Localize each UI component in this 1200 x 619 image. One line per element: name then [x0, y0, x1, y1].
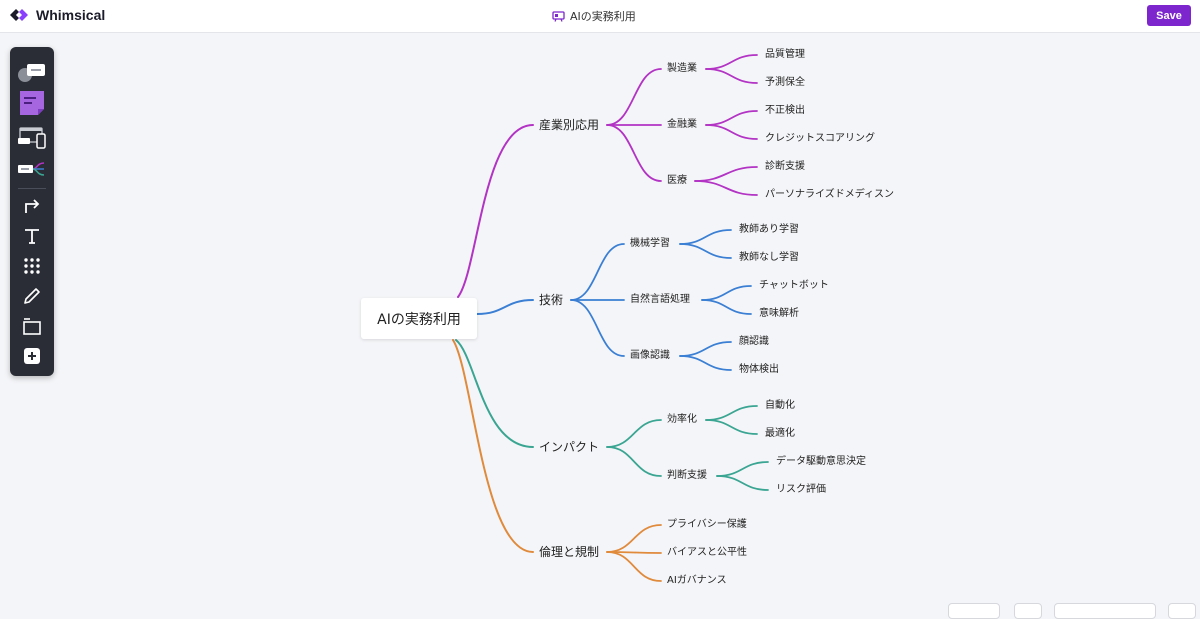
- text-tool[interactable]: [15, 223, 49, 249]
- top-bar: Whimsical AIの実務利用 Save: [0, 0, 1200, 33]
- mindmap-icon: [18, 162, 45, 176]
- wireframe-icon: [18, 127, 46, 149]
- leaf-connector: [716, 475, 769, 491]
- help-button[interactable]: [1014, 603, 1042, 619]
- leaf-node[interactable]: 最適化: [765, 428, 795, 439]
- child-node[interactable]: 効率化: [667, 414, 697, 425]
- connector-tool[interactable]: [15, 192, 49, 218]
- mindmap-tool[interactable]: [15, 157, 49, 183]
- arrow-icon: [25, 199, 40, 213]
- branch-node[interactable]: 倫理と規制: [539, 545, 600, 559]
- card-tool[interactable]: [15, 59, 49, 85]
- leaf-connector: [701, 285, 752, 301]
- menu-button[interactable]: [1168, 603, 1196, 619]
- board-icon: [552, 10, 565, 22]
- leaf-connector: [679, 355, 732, 371]
- insert-tool[interactable]: [15, 343, 49, 369]
- leaf-node[interactable]: 意味解析: [759, 308, 799, 319]
- plus-icon: [24, 348, 40, 364]
- branch-node[interactable]: 産業別応用: [539, 118, 600, 132]
- branch-connector: [452, 339, 534, 553]
- child-node[interactable]: 製造業: [667, 63, 697, 74]
- leaf-node[interactable]: パーソナライズドメディスン: [765, 189, 894, 200]
- leaf-connector: [679, 243, 732, 259]
- child-node[interactable]: 医療: [667, 175, 687, 186]
- child-node[interactable]: プライバシー保護: [667, 519, 747, 530]
- view-control[interactable]: [1054, 603, 1156, 619]
- branch-node[interactable]: インパクト: [539, 440, 600, 454]
- document-title-text: AIの実務利用: [570, 10, 636, 23]
- child-node[interactable]: 画像認識: [630, 350, 670, 361]
- leaf-connector: [705, 419, 758, 435]
- child-node[interactable]: 自然言語処理: [630, 294, 690, 305]
- left-toolbar: [10, 47, 54, 376]
- child-connector: [606, 124, 662, 182]
- branch-connector: [455, 339, 534, 448]
- leaf-connector: [705, 124, 758, 140]
- save-button[interactable]: Save: [1147, 5, 1191, 26]
- leaf-connector: [716, 461, 769, 477]
- brand[interactable]: Whimsical: [8, 6, 105, 24]
- leaf-node[interactable]: チャットボット: [759, 280, 829, 291]
- leaf-connector: [705, 405, 758, 421]
- leaf-connector: [701, 299, 752, 315]
- wireframe-tool[interactable]: [15, 125, 49, 151]
- leaf-connector: [694, 166, 758, 182]
- leaf-node[interactable]: 自動化: [765, 400, 795, 411]
- leaf-node[interactable]: リスク評価: [776, 484, 826, 495]
- pen-icon: [24, 288, 40, 304]
- cards-icon: [18, 64, 45, 82]
- brand-name: Whimsical: [36, 7, 106, 23]
- leaf-node[interactable]: 品質管理: [765, 49, 805, 60]
- branch-connector: [457, 124, 534, 298]
- child-connector: [570, 243, 625, 301]
- whimsical-logo-icon: [10, 9, 28, 21]
- child-connector: [606, 419, 662, 448]
- leaf-connector: [705, 54, 758, 70]
- sticky-note-tool[interactable]: [15, 90, 49, 116]
- leaf-node[interactable]: データ駆動意思決定: [776, 456, 866, 467]
- leaf-connector: [705, 68, 758, 84]
- child-node[interactable]: AIガバナンス: [667, 575, 727, 586]
- leaf-node[interactable]: 教師あり学習: [739, 224, 799, 235]
- leaf-connector: [694, 180, 758, 196]
- child-node[interactable]: 機械学習: [630, 238, 670, 249]
- document-title[interactable]: AIの実務利用: [552, 8, 636, 24]
- child-node[interactable]: 判断支援: [667, 470, 707, 481]
- child-node[interactable]: 金融業: [667, 119, 697, 130]
- section-tool[interactable]: [15, 313, 49, 339]
- section-icon: [23, 318, 41, 335]
- sticky-note-icon: [20, 91, 44, 115]
- root-node-label: AIの実務利用: [377, 311, 461, 328]
- leaf-node[interactable]: 顔認識: [739, 336, 769, 347]
- child-node[interactable]: バイアスと公平性: [667, 547, 747, 558]
- mindmap-root-node[interactable]: AIの実務利用: [361, 298, 477, 339]
- leaf-node[interactable]: クレジットスコアリング: [765, 133, 875, 144]
- branch-node[interactable]: 技術: [539, 293, 564, 307]
- child-connector: [606, 524, 662, 553]
- grid-tool[interactable]: [15, 253, 49, 279]
- leaf-node[interactable]: 不正検出: [765, 105, 805, 116]
- child-connector: [606, 551, 662, 582]
- child-connector: [606, 68, 662, 126]
- leaf-connector: [679, 229, 732, 245]
- text-icon: [25, 229, 39, 244]
- grid-icon: [24, 258, 40, 274]
- leaf-node[interactable]: 物体検出: [739, 364, 779, 375]
- leaf-node[interactable]: 診断支援: [765, 161, 805, 172]
- leaf-connector: [705, 110, 758, 126]
- child-connector: [570, 299, 625, 357]
- toolbar-divider: [18, 188, 46, 189]
- leaf-node[interactable]: 予測保全: [765, 77, 805, 88]
- leaf-connector: [679, 341, 732, 357]
- pen-tool[interactable]: [15, 283, 49, 309]
- branch-connector: [476, 299, 534, 315]
- leaf-node[interactable]: 教師なし学習: [739, 252, 799, 263]
- zoom-control[interactable]: [948, 603, 1000, 619]
- child-connector: [606, 446, 662, 477]
